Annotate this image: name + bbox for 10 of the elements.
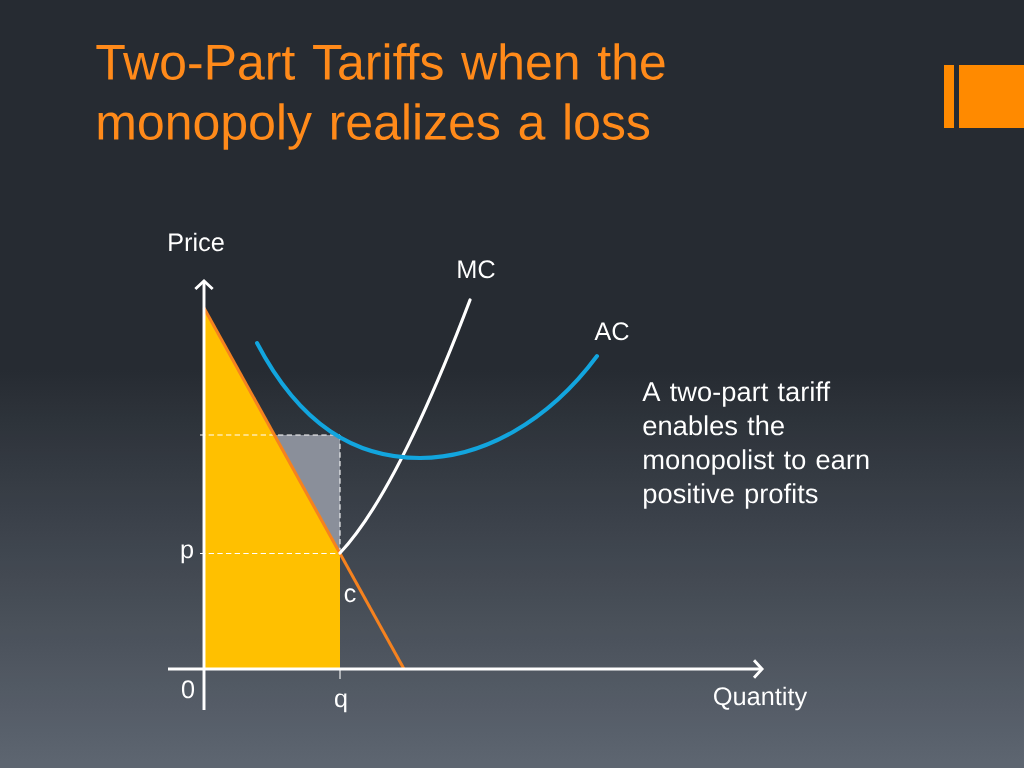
- axis-label: Quantity: [714, 686, 808, 711]
- annotation-text: A two-part tariff enables the monopolist to earn positive profits: [642, 381, 869, 509]
- curve-label: AC: [594, 322, 629, 341]
- axis-label: Price: [169, 232, 224, 252]
- title: Two-Part Tariffs when the monopoly realizes a loss: [96, 43, 665, 150]
- point-label: q: [335, 693, 347, 713]
- point-label: c: [344, 588, 356, 603]
- point-label: p: [181, 544, 193, 564]
- origin-label: 0: [181, 680, 195, 699]
- curve-label: MC: [458, 260, 495, 279]
